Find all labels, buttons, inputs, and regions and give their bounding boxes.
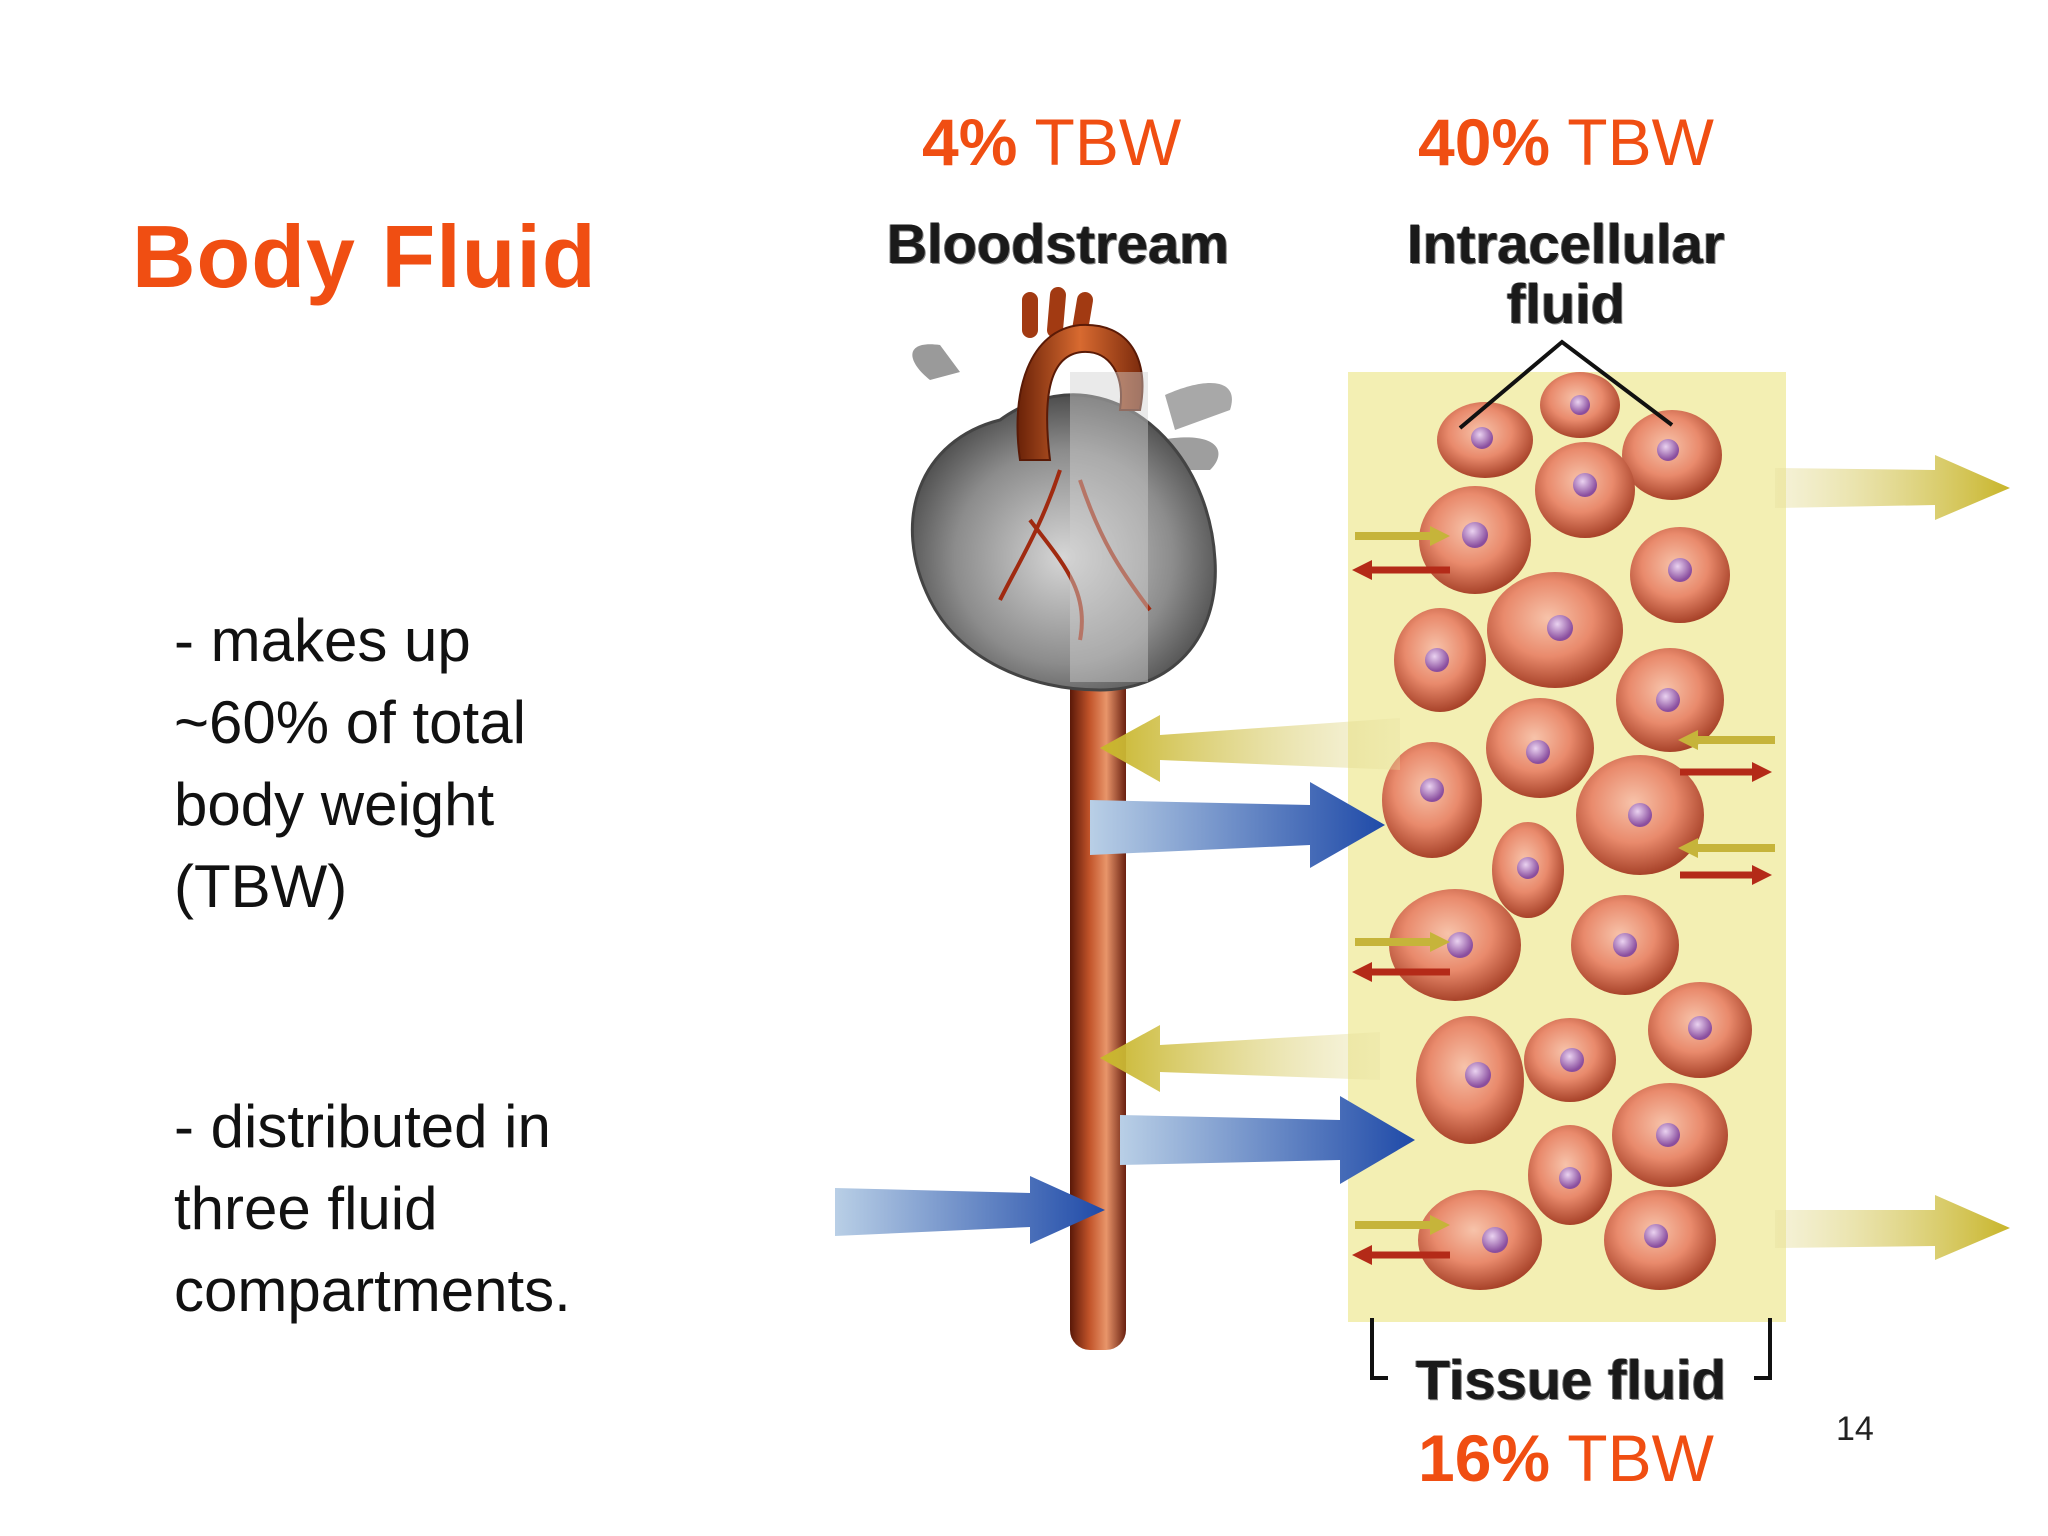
cell	[1622, 410, 1722, 500]
cell	[1394, 608, 1486, 712]
cell	[1487, 572, 1623, 688]
cell	[1540, 372, 1620, 438]
bloodstream-pct-unit: TBW	[1017, 105, 1182, 179]
cell	[1437, 402, 1533, 478]
intracellular-label: Intracellular fluid	[1407, 212, 1725, 335]
cell	[1382, 742, 1482, 858]
yellow-arrow-exit	[1775, 1195, 2010, 1260]
intracellular-percentage: 40% TBW	[1418, 104, 1714, 180]
blue-arrow-into-vessel	[835, 1176, 1105, 1244]
cell	[1416, 1016, 1524, 1144]
blue-arrow-to-tissue	[1090, 782, 1385, 868]
cell	[1604, 1190, 1716, 1290]
cell	[1528, 1125, 1612, 1225]
cell	[1571, 895, 1679, 995]
bullet-total-body-weight: - makes up ~60% of total body weight (TB…	[174, 607, 526, 920]
cell	[1535, 442, 1635, 538]
bloodstream-pct-value: 4%	[922, 105, 1018, 179]
cell	[1648, 982, 1752, 1078]
cell	[1630, 527, 1730, 623]
cell	[1486, 698, 1594, 798]
cell	[1616, 648, 1724, 752]
intracellular-pct-unit: TBW	[1550, 105, 1714, 179]
cell	[1492, 822, 1564, 918]
bullet-three-compartments: - distributed in three fluid compartment…	[174, 1093, 571, 1324]
bloodstream-label: Bloodstream	[886, 212, 1230, 275]
tissue-fluid-label: Tissue fluid	[1415, 1348, 1727, 1411]
blood-vessel	[1070, 660, 1126, 1350]
page-number: 14	[1836, 1410, 1874, 1448]
yellow-arrow-to-vessel	[1100, 715, 1400, 782]
cell	[1612, 1083, 1728, 1187]
bloodstream-percentage: 4% TBW	[922, 104, 1181, 180]
cells-group	[1382, 372, 1752, 1290]
tissue-fluid-bracket	[1370, 1318, 1772, 1380]
yellow-arrow-exit	[1775, 455, 2010, 520]
tissue-pct-unit: TBW	[1550, 1421, 1714, 1495]
tissue-percentage: 16% TBW	[1418, 1420, 1714, 1496]
slide-title: Body Fluid	[132, 207, 597, 306]
cell	[1576, 755, 1704, 875]
intracellular-pct-value: 40%	[1418, 105, 1551, 179]
small-exchange-arrows	[1352, 526, 1775, 1265]
blue-arrow-to-tissue	[1120, 1096, 1415, 1184]
yellow-arrow-to-vessel	[1100, 1025, 1380, 1092]
intracellular-pointer	[1458, 339, 1674, 430]
cell	[1418, 1190, 1542, 1290]
cell	[1524, 1018, 1616, 1102]
tissue-pct-value: 16%	[1418, 1421, 1551, 1495]
heart-icon	[910, 287, 1232, 692]
